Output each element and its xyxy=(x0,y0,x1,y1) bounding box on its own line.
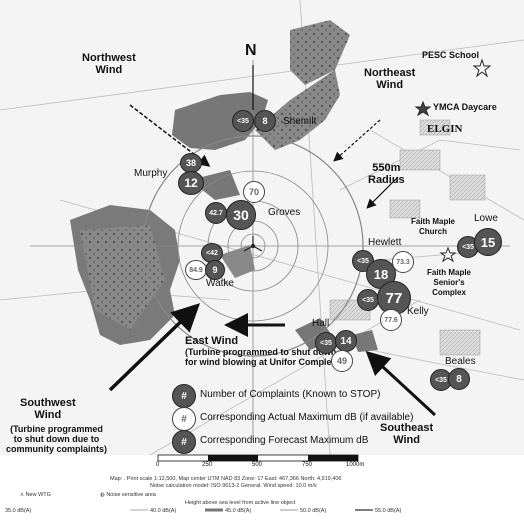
place-shemilt: Shemilt xyxy=(283,116,317,127)
marker-actual-db[interactable]: 77.6 xyxy=(380,309,402,331)
contour-legend-50: 50.0 dB(A) xyxy=(300,508,327,514)
marker-forecast-db[interactable]: <35 xyxy=(457,236,479,258)
marker-complaints[interactable]: 8 xyxy=(448,368,470,390)
place-beales: Beales xyxy=(445,356,476,367)
turbine-icon xyxy=(243,236,263,252)
place-groves: Groves xyxy=(268,207,301,218)
scale-bar xyxy=(157,454,359,462)
northeast-wind-label: Northeast Wind xyxy=(364,67,416,91)
legend-forecast-label: Corresponding Forecast Maximum dB xyxy=(200,435,369,446)
scale-tick: 750 xyxy=(302,462,313,468)
noise-area-icon: ◍ xyxy=(100,492,107,498)
marker-actual-db[interactable]: 73.3 xyxy=(392,251,414,273)
footnote-calc-model: Noise calculation model: ISO 9613-2 Gene… xyxy=(150,483,317,489)
radius-label: 550m Radius xyxy=(368,162,405,186)
marker-complaints[interactable]: 8 xyxy=(254,110,276,132)
northwest-wind-label: Northwest Wind xyxy=(82,52,136,76)
scale-tick: 500 xyxy=(252,462,263,468)
place-faith-maple-church: Faith Maple Church xyxy=(411,217,456,236)
place-watke: Watke xyxy=(206,278,234,289)
place-pesc-school: PESC School xyxy=(422,50,480,60)
place-elgin: ELGIN xyxy=(427,123,463,135)
marker-forecast-db[interactable]: <35 xyxy=(357,289,379,311)
legend-complaints-label: Number of Complaints (Known to STOP) xyxy=(200,389,381,400)
wind-arrows xyxy=(108,104,437,417)
marker-complaints[interactable]: 9 xyxy=(205,260,225,280)
marker-complaints[interactable]: 12 xyxy=(178,171,204,195)
east-wind-note: (Turbine programmed to shut down for win… xyxy=(185,347,340,367)
southwest-wind-label: Southwest Wind xyxy=(20,397,76,421)
marker-forecast-db[interactable]: 42.7 xyxy=(205,202,227,224)
legend-noise-area: ◍ Noise sensitive area xyxy=(100,492,156,498)
footnote-map-info: Map: . Print scale 1:12,500, Map center … xyxy=(110,476,342,482)
star-markers xyxy=(414,58,492,263)
place-lowe: Lowe xyxy=(474,213,498,224)
scale-tick: 250 xyxy=(202,462,213,468)
scale-tick: 0 xyxy=(156,462,160,468)
scale-tick: 1000m xyxy=(346,462,365,468)
place-kelly: Kelly xyxy=(407,306,429,317)
place-hall: Hall xyxy=(312,318,330,329)
wtg-icon: ⋏ xyxy=(20,492,26,498)
legend-new-wtg: ⋏ New WTG xyxy=(20,492,51,498)
marker-complaints[interactable]: 15 xyxy=(474,228,502,256)
contour-legend-45: 45.0 dB(A) xyxy=(225,508,252,514)
legend-actual-symbol: # xyxy=(172,407,196,431)
place-ymca-daycare: YMCA Daycare xyxy=(433,102,497,112)
marker-actual-db[interactable]: 49 xyxy=(331,350,353,372)
place-hewlett: Hewlett xyxy=(368,237,402,248)
marker-forecast-db[interactable]: <35 xyxy=(315,332,337,354)
footnote-height-note: Height above sea level from active line … xyxy=(185,500,296,506)
contour-legend-35: 35.0 dB(A) xyxy=(5,508,32,514)
legend-actual-label: Corresponding Actual Maximum dB (if avai… xyxy=(200,412,414,423)
contour-legend-55: 55.0 dB(A) xyxy=(375,508,402,514)
place-faith-maple-senior-complex: Faith Maple Senior's Complex xyxy=(427,268,472,297)
marker-actual-db[interactable]: 70 xyxy=(243,181,265,203)
marker-forecast-db[interactable]: 38 xyxy=(180,153,202,173)
place-murphy: Murphy xyxy=(134,168,168,179)
marker-forecast-db[interactable]: <42 xyxy=(201,243,223,263)
east-wind-label: East Wind xyxy=(185,335,239,347)
southwest-wind-note: (Turbine programmed to shut down due to … xyxy=(6,424,108,454)
marker-forecast-db[interactable]: <35 xyxy=(232,110,254,132)
marker-complaints[interactable]: 14 xyxy=(335,330,357,352)
contour-legend-40: 40.0 dB(A) xyxy=(150,508,177,514)
legend-forecast-symbol: # xyxy=(172,430,196,454)
southeast-wind-label: Southeast Wind xyxy=(380,422,434,446)
north-label: N xyxy=(245,42,257,59)
legend-complaints-symbol: # xyxy=(172,384,196,408)
marker-complaints[interactable]: 30 xyxy=(226,200,256,230)
marker-actual-db[interactable]: 84.9 xyxy=(185,260,207,280)
marker-complaints[interactable]: 18 xyxy=(366,259,396,289)
